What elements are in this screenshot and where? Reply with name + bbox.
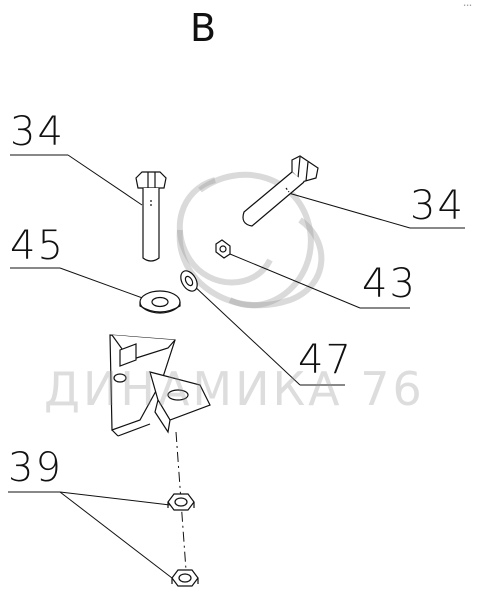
callout-39: 39: [8, 445, 63, 491]
callout-45: 45: [10, 223, 65, 269]
watermark-text: ДИНАМИКА 76: [44, 362, 425, 416]
leader-lines: [8, 155, 465, 578]
callout-34-left: 34: [10, 109, 65, 155]
nut-39-upper: [168, 494, 194, 510]
bolt-left: [136, 172, 166, 261]
bolt-right: [243, 156, 318, 226]
callout-34-right: 34: [410, 183, 465, 229]
nut-39-lower: [172, 570, 198, 586]
washer-45: [140, 291, 180, 313]
callout-43: 43: [362, 261, 417, 307]
callout-47: 47: [298, 337, 353, 383]
corner-mark: •••: [463, 3, 472, 9]
bracket: [110, 335, 210, 436]
washer-47: [177, 268, 200, 294]
nut-43: [216, 240, 230, 258]
watermark-logo: [180, 175, 322, 305]
view-label: В: [190, 6, 217, 50]
